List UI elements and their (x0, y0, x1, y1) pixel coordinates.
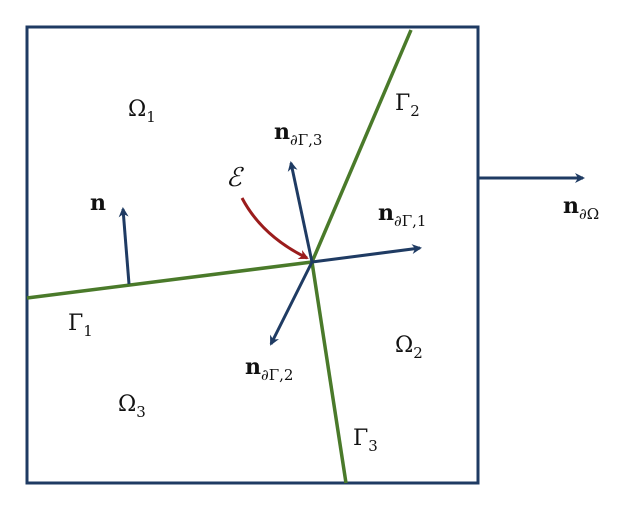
label-gamma1: Γ1 (68, 311, 93, 340)
label-omega2: Ω2 (395, 333, 423, 362)
edge-arrow (240, 197, 309, 260)
interface-gamma3 (310, 261, 348, 484)
interface-gamma1 (26, 260, 313, 300)
label-n-domega: n∂Ω (563, 193, 599, 223)
normal-arrow-n (118, 207, 131, 285)
interface-gamma2 (310, 29, 413, 263)
label-gamma2: Γ2 (395, 91, 420, 120)
normal-arrow-n-dgamma2 (269, 261, 314, 346)
label-edge: ℰ (226, 163, 244, 193)
normal-arrow-n-dgamma1 (311, 244, 422, 264)
label-n-dgamma3: n∂Γ,3 (274, 119, 322, 149)
label-gamma3: Γ3 (353, 426, 378, 455)
label-omega1: Ω1 (128, 97, 156, 126)
label-n-dgamma1: n∂Γ,1 (378, 200, 426, 230)
label-n: n (90, 190, 106, 216)
domain-boundary (25, 25, 480, 485)
label-omega3: Ω3 (118, 392, 146, 421)
label-n-dgamma2: n∂Γ,2 (245, 354, 293, 384)
normal-arrow-n-dgamma3 (287, 161, 314, 263)
